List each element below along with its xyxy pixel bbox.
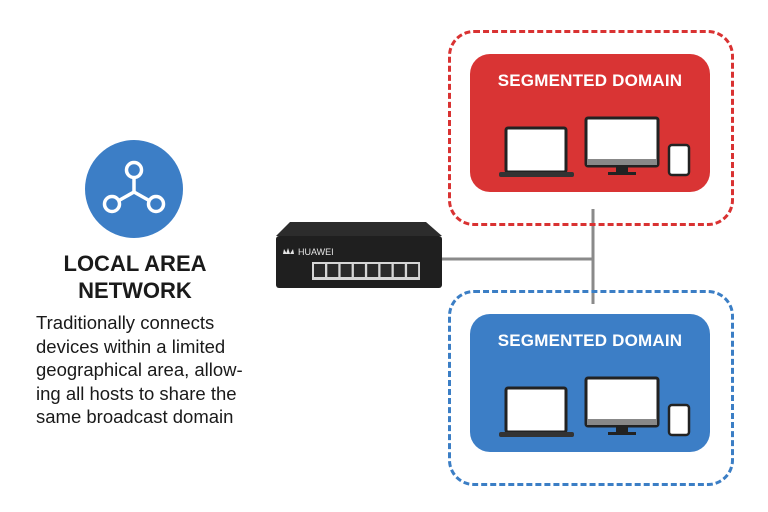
desktop-monitor-icon bbox=[584, 116, 660, 175]
segmented-domain-boundary-blue bbox=[448, 290, 734, 486]
segmented-domain-red: SEGMENTED DOMAIN bbox=[470, 54, 710, 192]
port-panel bbox=[312, 262, 420, 280]
network-nodes-icon bbox=[102, 160, 166, 214]
segmented-domain-boundary-red bbox=[448, 30, 734, 226]
lan-description-line: ing all hosts to share the bbox=[36, 382, 237, 404]
laptop-icon bbox=[499, 126, 574, 177]
smartphone-icon bbox=[667, 143, 691, 177]
ethernet-port bbox=[380, 264, 392, 277]
lan-title-line2: NETWORK bbox=[78, 278, 192, 303]
lan-description-line: same broadcast domain bbox=[36, 406, 234, 427]
lan-title-line1: LOCAL AREA bbox=[63, 251, 207, 276]
ethernet-port bbox=[393, 264, 405, 277]
ethernet-port bbox=[407, 264, 419, 277]
ethernet-port bbox=[340, 264, 352, 277]
device-group bbox=[499, 116, 691, 177]
lan-description: Traditionally connects devices within a … bbox=[36, 311, 276, 429]
lan-title: LOCAL AREA NETWORK bbox=[30, 250, 240, 304]
domain-title: SEGMENTED DOMAIN bbox=[497, 71, 683, 90]
switch-brand: HUAWEI bbox=[298, 247, 334, 257]
network-switch: HUAWEI bbox=[276, 220, 442, 290]
lan-description-line: Traditionally connects bbox=[36, 312, 215, 333]
ethernet-port bbox=[327, 264, 339, 277]
segmented-domain-blue: SEGMENTED DOMAIN bbox=[470, 314, 710, 452]
device-group bbox=[499, 376, 691, 437]
laptop-icon bbox=[499, 386, 574, 437]
smartphone-icon bbox=[667, 403, 691, 437]
lan-icon bbox=[85, 140, 183, 238]
ethernet-port bbox=[367, 264, 379, 277]
lan-description-line: geographical area, allow- bbox=[36, 359, 243, 380]
ethernet-port bbox=[314, 264, 325, 277]
huawei-logo-icon bbox=[283, 248, 294, 254]
ethernet-port bbox=[353, 264, 365, 277]
switch-top bbox=[276, 222, 442, 236]
domain-title: SEGMENTED DOMAIN bbox=[497, 331, 683, 350]
lan-description-line: devices within a limited bbox=[36, 335, 226, 357]
desktop-monitor-icon bbox=[584, 376, 660, 435]
